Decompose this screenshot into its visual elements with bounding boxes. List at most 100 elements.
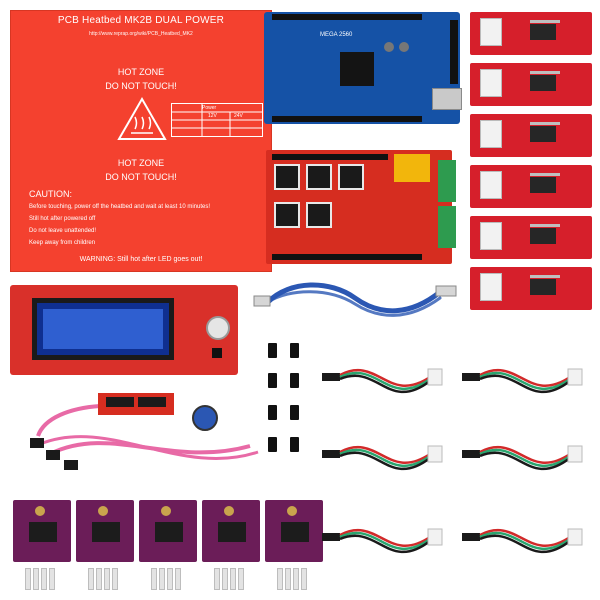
jumper-8 bbox=[290, 437, 299, 452]
lcd-knob bbox=[206, 316, 230, 340]
stepper-pins-3 bbox=[151, 562, 185, 590]
endstop-switch bbox=[530, 24, 556, 40]
endstop-lever bbox=[530, 173, 560, 176]
power-label: Power bbox=[202, 105, 217, 111]
heatbed-title: PCB Heatbed MK2B DUAL POWER bbox=[57, 15, 225, 26]
jumper-6 bbox=[290, 405, 299, 420]
mega-right-header bbox=[450, 20, 458, 84]
lcd-screen bbox=[32, 298, 174, 360]
stepper-driver-1 bbox=[13, 500, 71, 562]
heatbed-board: PCB Heatbed MK2B DUAL POWER http://www.r… bbox=[10, 10, 272, 272]
endstop-lever bbox=[530, 122, 560, 125]
jumper-3 bbox=[268, 373, 277, 388]
endstop-cable-1 bbox=[322, 368, 443, 394]
stepper-driver-5 bbox=[265, 500, 323, 562]
smart-adapter-board bbox=[98, 393, 174, 415]
ramps-board bbox=[266, 150, 456, 264]
stepper-chip bbox=[155, 522, 183, 542]
stepper-potentiometer bbox=[161, 506, 171, 516]
endstop-board-1 bbox=[470, 12, 592, 55]
endstop-board-2 bbox=[470, 63, 592, 106]
stepper-potentiometer bbox=[35, 506, 45, 516]
endstop-switch bbox=[530, 279, 556, 295]
ramps-green-terminal-1 bbox=[438, 160, 456, 202]
caution-line-1: Before touching, power off the heatbed a… bbox=[29, 204, 211, 210]
power-col-24v: 24V bbox=[234, 113, 243, 119]
ramps-driver-slot-3 bbox=[338, 164, 364, 190]
power-table: Power 12V 24V bbox=[171, 103, 263, 137]
heatbed-hot-zone-1: HOT ZONE bbox=[117, 67, 165, 77]
stepper-driver-4 bbox=[202, 500, 260, 562]
mega-bottom-header bbox=[272, 116, 422, 122]
heatbed-do-not-touch-2: DO NOT TOUCH! bbox=[105, 172, 177, 182]
stepper-driver-3 bbox=[139, 500, 197, 562]
stepper-potentiometer bbox=[287, 506, 297, 516]
caution-line-2: Still hot after powered off bbox=[29, 216, 96, 222]
endstop-switch bbox=[530, 126, 556, 142]
ramps-power-terminal bbox=[394, 154, 430, 182]
endstop-connector bbox=[480, 69, 502, 97]
caution-title: CAUTION: bbox=[29, 189, 73, 199]
caution-line-3: Do not leave unattended! bbox=[29, 228, 97, 234]
jumper-4 bbox=[290, 373, 299, 388]
stepper-pins-5 bbox=[277, 562, 311, 590]
stepper-pins-4 bbox=[214, 562, 248, 590]
endstop-board-3 bbox=[470, 114, 592, 157]
endstop-switch bbox=[530, 75, 556, 91]
stepper-chip bbox=[92, 522, 120, 542]
caution-line-4: Keep away from children bbox=[29, 240, 96, 246]
endstop-switch bbox=[530, 228, 556, 244]
jumper-2 bbox=[290, 343, 299, 358]
usb-cable bbox=[253, 282, 457, 317]
ramps-driver-slot-5 bbox=[306, 202, 332, 228]
endstop-connector bbox=[480, 171, 502, 199]
stepper-chip bbox=[218, 522, 246, 542]
stepper-pins-2 bbox=[88, 562, 122, 590]
endstop-lever bbox=[530, 20, 560, 23]
endstop-connector bbox=[480, 120, 502, 148]
ramps-driver-slot-1 bbox=[274, 164, 300, 190]
adapter-header-1 bbox=[106, 397, 134, 407]
stepper-chip bbox=[281, 522, 309, 542]
power-table-grid bbox=[172, 104, 262, 136]
endstop-switch bbox=[530, 177, 556, 193]
mega-label: MEGA 2560 bbox=[320, 32, 353, 38]
mega-top-header bbox=[272, 14, 422, 20]
jumper-5 bbox=[268, 405, 277, 420]
rotary-encoder-knob bbox=[192, 405, 218, 431]
stepper-potentiometer bbox=[98, 506, 108, 516]
heatbed-hot-zone-2: HOT ZONE bbox=[117, 158, 165, 168]
heatbed-do-not-touch-1: DO NOT TOUCH! bbox=[105, 81, 177, 91]
endstop-board-6 bbox=[470, 267, 592, 310]
endstop-cable-4 bbox=[462, 445, 583, 471]
heatbed-warning: WARNING: Still hot after LED goes out! bbox=[79, 256, 203, 263]
stepper-chip bbox=[29, 522, 57, 542]
ramps-bottom-pins bbox=[272, 254, 422, 260]
endstop-cable-3 bbox=[322, 445, 443, 471]
ribbon-cable bbox=[30, 404, 259, 470]
mega-capacitor-2 bbox=[399, 42, 409, 52]
ramps-top-pins bbox=[272, 154, 388, 160]
mega-capacitor-1 bbox=[384, 42, 394, 52]
jumper-1 bbox=[268, 343, 277, 358]
ramps-green-terminal-2 bbox=[438, 206, 456, 248]
stepper-pins-1 bbox=[25, 562, 59, 590]
endstop-cable-2 bbox=[462, 368, 583, 394]
ramps-driver-slot-4 bbox=[274, 202, 300, 228]
endstop-connector bbox=[480, 222, 502, 250]
lcd-stop-button bbox=[212, 348, 222, 358]
heat-warning-icon bbox=[117, 97, 167, 140]
mega-usb-port bbox=[432, 88, 462, 110]
jumper-7 bbox=[268, 437, 277, 452]
endstop-connector bbox=[480, 273, 502, 301]
stepper-potentiometer bbox=[224, 506, 234, 516]
power-col-12v: 12V bbox=[208, 113, 217, 119]
heatbed-url: http://www.reprap.org/wiki/PCB_Heatbed_M… bbox=[89, 31, 193, 37]
endstop-lever bbox=[530, 224, 560, 227]
endstop-lever bbox=[530, 275, 560, 278]
endstop-cable-5 bbox=[322, 528, 443, 554]
stepper-driver-2 bbox=[76, 500, 134, 562]
endstop-lever bbox=[530, 71, 560, 74]
mega-microcontroller bbox=[340, 52, 374, 86]
endstop-board-4 bbox=[470, 165, 592, 208]
